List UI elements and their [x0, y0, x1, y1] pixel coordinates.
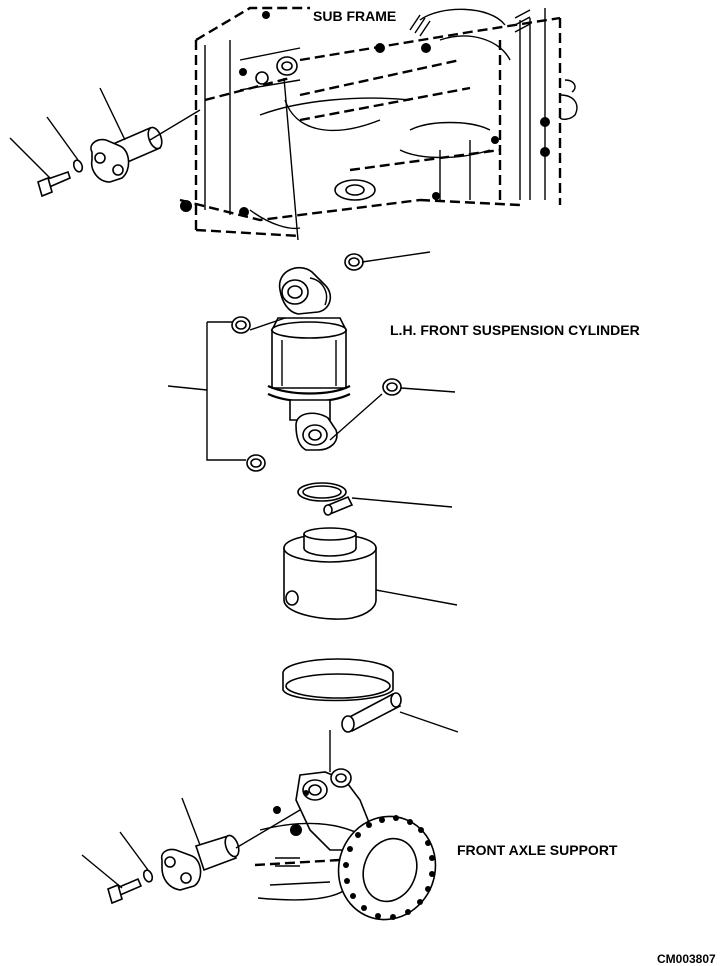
upper-pin-assembly	[9, 87, 201, 198]
sub-frame-label: SUB FRAME	[313, 8, 396, 24]
band-clamp	[297, 482, 453, 516]
lower-pin-assembly	[81, 797, 301, 905]
axle-support-label: FRONT AXLE SUPPORT	[457, 842, 618, 858]
sub-frame-assembly	[179, 6, 578, 238]
front-axle-support	[254, 768, 437, 921]
lower-band-clamp	[282, 658, 459, 772]
cylinder-label: L.H. FRONT SUSPENSION CYLINDER	[390, 322, 640, 338]
suspension-cylinder	[167, 77, 456, 472]
flange-bolt-holes	[343, 815, 435, 920]
drawing-code: CM003807	[657, 952, 716, 966]
rubber-boot	[283, 527, 458, 620]
